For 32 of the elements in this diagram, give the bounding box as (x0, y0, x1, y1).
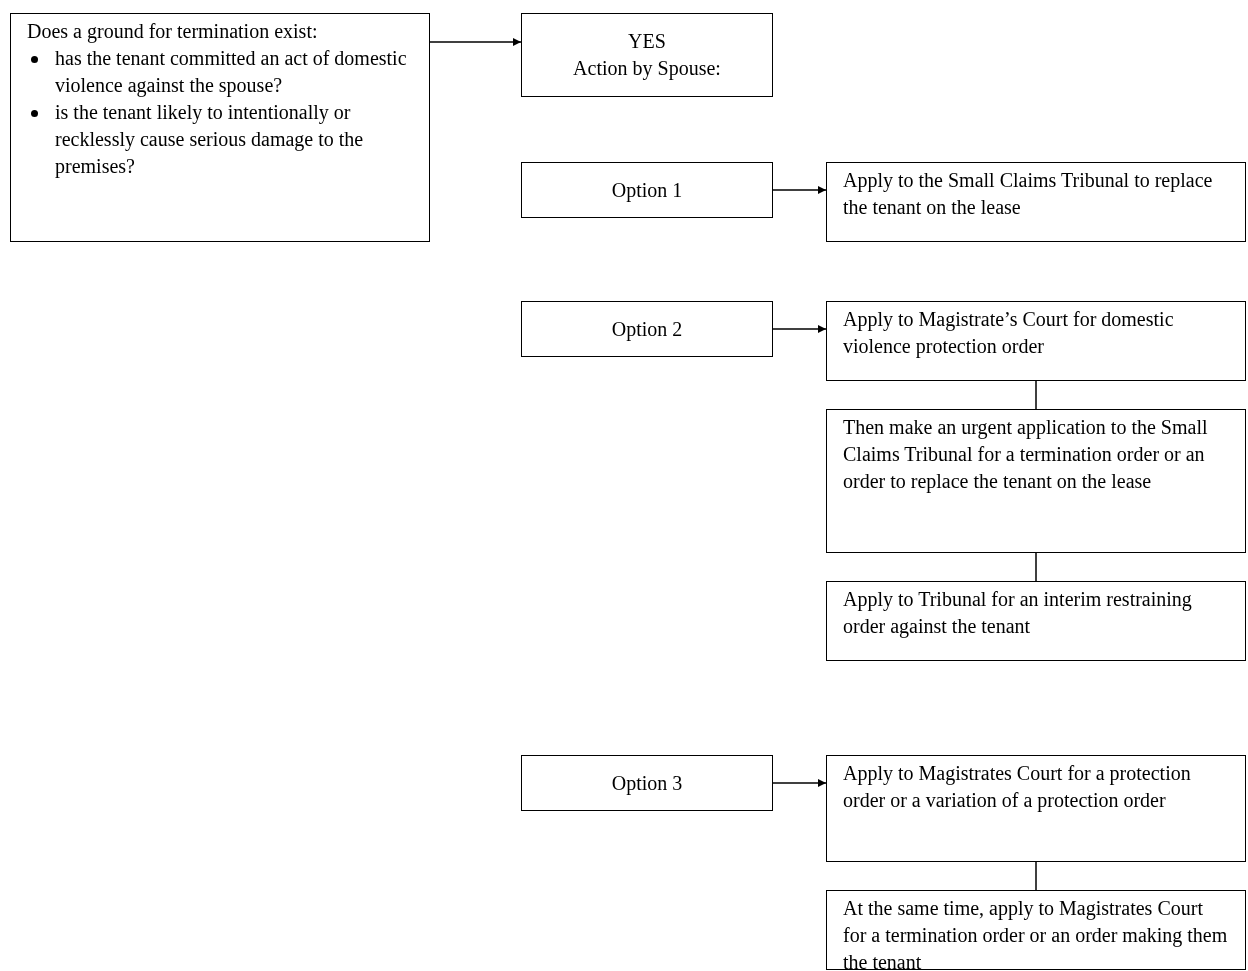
process-box (521, 162, 773, 218)
box-text: Action by Spouse: (573, 56, 721, 82)
box-heading: Does a ground for termination exist: (27, 19, 319, 45)
box-text: Option 2 (611, 316, 683, 343)
arrow (772, 325, 827, 333)
box-text: Option 1 (611, 177, 683, 204)
arrow (772, 779, 827, 787)
process-box (826, 301, 1246, 381)
box-text: Apply to Magistrate’s Court for domestic violence protection order (843, 307, 1175, 360)
bullet-text: has the tenant committed an act of domestic violence against the spouse? (55, 46, 408, 99)
process-box (521, 755, 773, 811)
box-text: Apply to the Small Claims Tribunal to replace the tenant on the lease (843, 168, 1214, 220)
connector-line (1035, 861, 1037, 891)
box-text: YES (628, 29, 666, 54)
box-text: Apply to Tribunal for an interim restraining order against the tenant (843, 587, 1193, 640)
box-text: Apply to Magistrates Court for a protection order or a variation of a protection order (843, 761, 1192, 814)
process-box (826, 162, 1246, 242)
process-box (826, 409, 1246, 553)
bullet-text: is the tenant likely to intentionally or recklessly cause serious damage to the premises? (55, 100, 365, 180)
process-box (826, 581, 1246, 661)
connector-line (1035, 380, 1037, 410)
process-box (521, 13, 773, 97)
process-box (826, 755, 1246, 862)
process-box (826, 890, 1246, 970)
arrow (772, 186, 827, 194)
connector-line (1035, 552, 1037, 582)
arrow (429, 38, 522, 46)
process-box (10, 13, 430, 242)
box-text: Option 3 (611, 770, 683, 797)
box-text: At the same time, apply to Magistrates Court for a termination order or an order making them the tenant (843, 896, 1229, 971)
box-text: Then make an urgent application to the Small Claims Tribunal for a termination order or an order to replace the tenant on the lease (843, 415, 1209, 495)
process-box (521, 301, 773, 357)
